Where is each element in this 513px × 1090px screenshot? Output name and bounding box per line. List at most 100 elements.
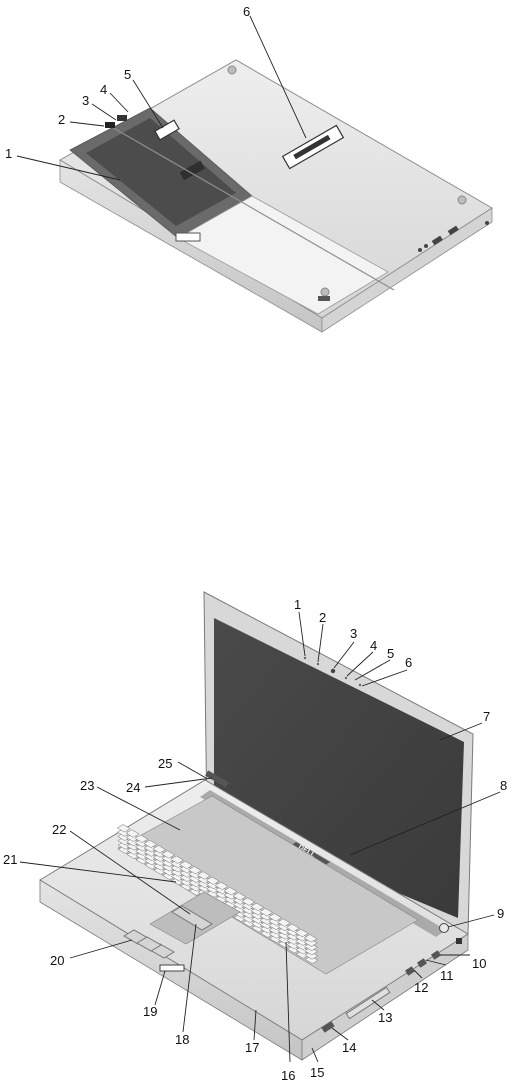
- keyboard-key: [134, 843, 149, 852]
- keyboard-key: [180, 882, 194, 891]
- callout-front-22: 22: [52, 822, 66, 837]
- callout-front-4: 4: [370, 638, 377, 653]
- callout-front-2: 2: [319, 610, 326, 625]
- keyboard-key: [304, 947, 319, 956]
- logo-plate: [290, 842, 330, 866]
- callout-front-25: 25: [158, 756, 172, 771]
- bottom-side-edge: [321, 207, 493, 333]
- keyboard-key: [294, 929, 309, 938]
- keyboard-key: [214, 886, 229, 895]
- keyboard-key: [171, 877, 186, 886]
- microphone-icon: [316, 662, 320, 666]
- front-view-leaders: [19, 611, 501, 1063]
- callout-front-10: 10: [472, 956, 486, 971]
- keyboard-key: [125, 829, 140, 838]
- keyboard-key: [295, 941, 310, 951]
- status-lights: [205, 770, 229, 788]
- battery-cover: [177, 195, 389, 315]
- keyboard-key: [125, 833, 140, 842]
- docking-connector-slot: [293, 134, 331, 160]
- keyboard-key: [143, 844, 158, 853]
- keyboard-key: [170, 864, 185, 873]
- callout-front-17: 17: [245, 1040, 259, 1055]
- keyboard-key: [161, 859, 176, 868]
- rubber-foot: [227, 65, 237, 75]
- smartcard-slot: [159, 964, 185, 972]
- usb-port: [447, 225, 459, 236]
- battery-release-latch: [105, 122, 115, 128]
- lock-slot: [456, 938, 462, 944]
- keyboard-key: [170, 872, 185, 881]
- keyboard-key: [277, 931, 292, 940]
- keyboard-key: [223, 895, 238, 904]
- callout-front-14: 14: [342, 1040, 356, 1055]
- keyboard-key: [251, 924, 266, 933]
- keyboard-key: [144, 861, 159, 870]
- keyboard-key: [232, 892, 247, 901]
- keyboard-key: [117, 837, 132, 846]
- callout-front-15: 15: [310, 1065, 324, 1080]
- keyboard-key: [144, 857, 159, 866]
- keyboard-key: [117, 845, 132, 854]
- keyboard-key: [153, 862, 168, 871]
- keyboard-key: [233, 913, 248, 922]
- keyboard: [117, 795, 419, 975]
- keyboard-key: [286, 945, 301, 954]
- callout-front-24: 24: [126, 780, 140, 795]
- bottom-view-callouts: 1 2 3 4 5 6: [5, 4, 250, 161]
- keyboard-key: [223, 887, 238, 896]
- callout-front-7: 7: [483, 709, 490, 724]
- keyboard-key: [232, 900, 247, 910]
- keyboard-key: [286, 940, 301, 950]
- audio-jack: [424, 244, 428, 248]
- callout-front-1: 1: [294, 597, 301, 612]
- keyboard-key: [242, 914, 257, 923]
- keyboard-key: [304, 955, 319, 964]
- laptop-front-view: DELL: [39, 591, 474, 1061]
- keyboard-key: [250, 911, 265, 920]
- keyboard-key: [161, 854, 176, 863]
- rubber-foot: [320, 287, 330, 297]
- keyboard-key: [188, 883, 203, 892]
- touchpad-middle-button: [136, 936, 162, 952]
- keyboard-key: [144, 852, 158, 861]
- keyboard-key: [143, 848, 158, 857]
- keyboard-key: [179, 878, 194, 887]
- keyboard-key: [152, 845, 167, 854]
- keyboard-key: [241, 910, 256, 919]
- keyboard-key: [179, 869, 194, 878]
- camera-icon: [330, 668, 336, 674]
- callout-bottom-6: 6: [243, 4, 250, 19]
- keyboard-key: [242, 919, 257, 928]
- lock-slot: [485, 221, 489, 225]
- keyboard-key: [259, 920, 274, 930]
- keyboard-key: [126, 846, 141, 855]
- callout-bottom-3: 3: [82, 93, 89, 108]
- keyboard-key: [170, 859, 185, 869]
- keyboard-key: [223, 891, 238, 900]
- keyboard-key: [116, 828, 131, 837]
- keyboard-key: [152, 858, 167, 867]
- side-port: [405, 966, 415, 976]
- callout-front-3: 3: [350, 626, 357, 641]
- keyboard-key: [126, 838, 140, 847]
- fingerprint-reader: [321, 1021, 335, 1033]
- keyboard-key: [268, 917, 283, 926]
- keyboard-key: [188, 887, 203, 896]
- keyboard-key: [259, 908, 274, 917]
- keyboard-key: [250, 902, 265, 911]
- callout-front-18: 18: [175, 1032, 189, 1047]
- keyboard-key: [295, 946, 310, 955]
- keyboard-key: [269, 934, 283, 943]
- microphone-icon: [303, 656, 307, 660]
- keyboard-key: [285, 923, 300, 932]
- side-port: [417, 958, 427, 968]
- keyboard-key: [197, 875, 211, 884]
- keyboard-key: [135, 856, 150, 865]
- callout-front-19: 19: [143, 1004, 157, 1019]
- keyboard-key: [179, 865, 194, 874]
- keyboard-key: [260, 929, 275, 938]
- keyboard-key: [303, 938, 318, 947]
- bottom-front-latch: [175, 232, 201, 242]
- keyboard-key: [250, 915, 265, 924]
